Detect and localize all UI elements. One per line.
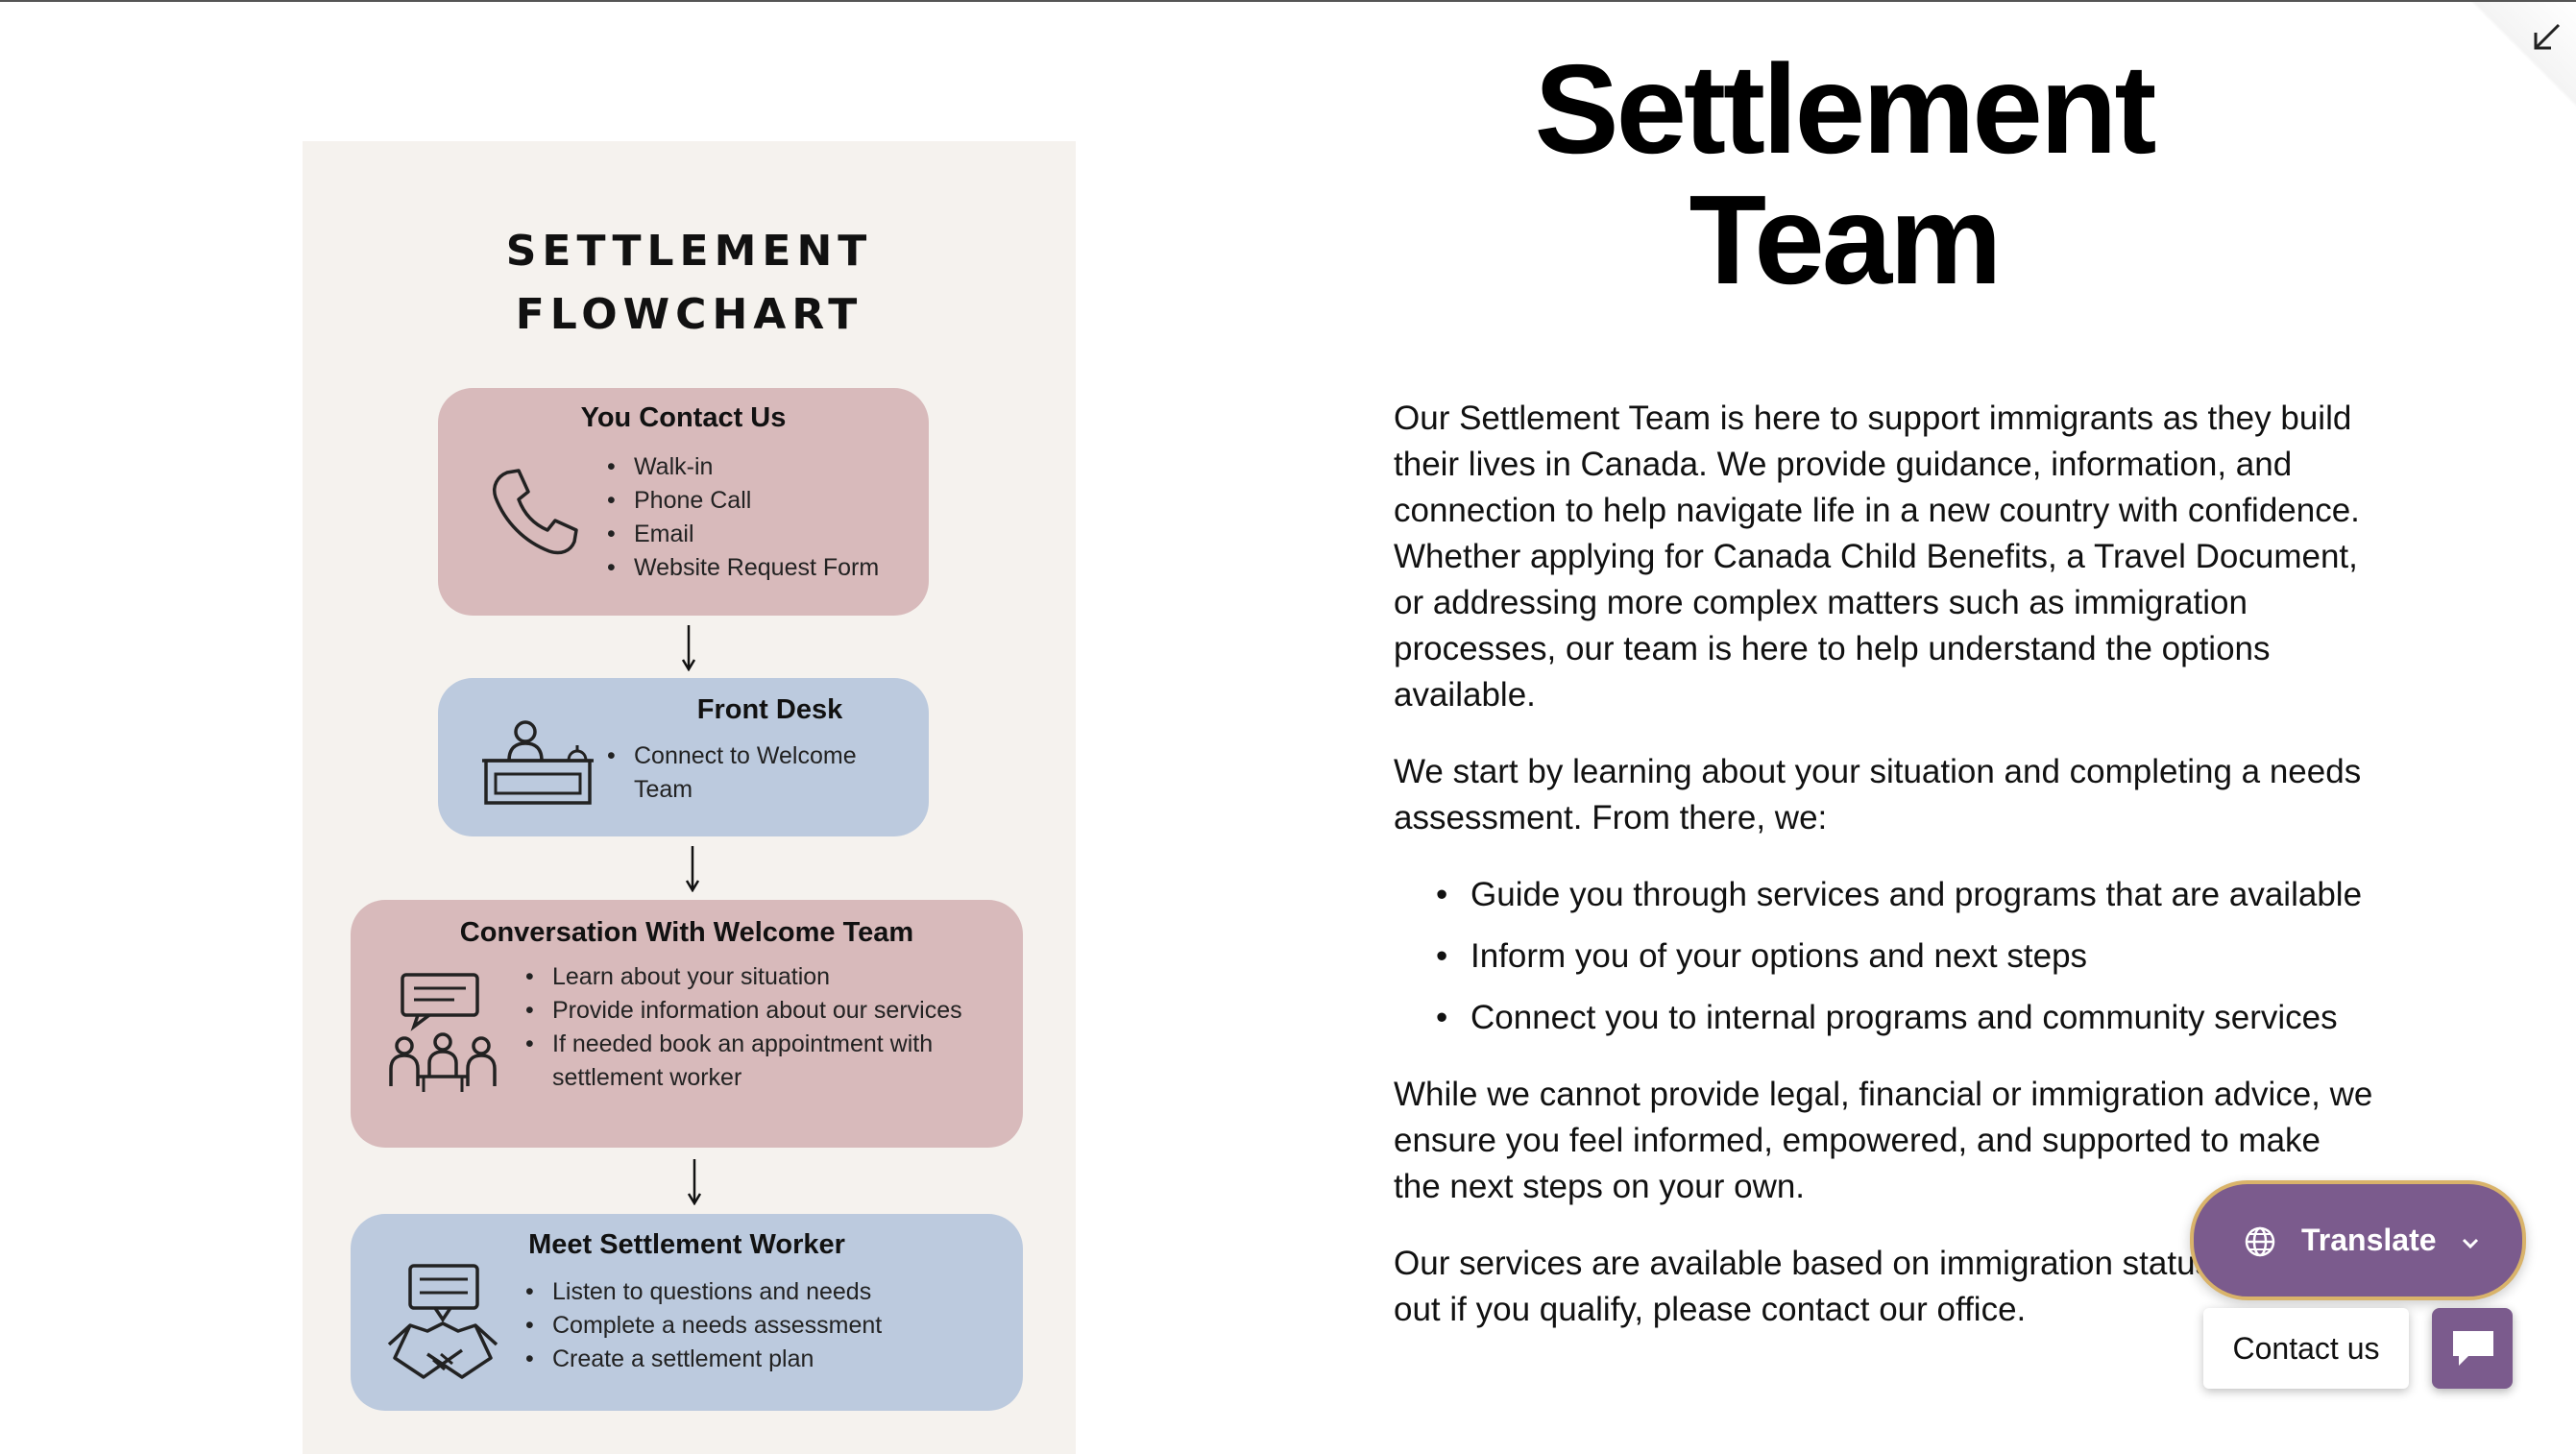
flow-step-title: Front Desk (696, 694, 843, 725)
flow-arrow-down (687, 1159, 702, 1205)
flow-arrow-down (685, 846, 700, 892)
flow-step-title: You Contact Us (580, 402, 787, 433)
flowchart-title-line2: FLOWCHART (515, 290, 863, 339)
flowchart-image: SETTLEMENT FLOWCHART You Contact Us Walk… (303, 141, 1076, 1454)
globe-icon (2245, 1226, 2275, 1257)
list-item: Listen to questions and needs (525, 1275, 986, 1309)
chevron-down-icon (2462, 1238, 2479, 1249)
page-corner-peel (2470, 2, 2576, 108)
list-item: Connect you to internal programs and com… (1394, 995, 2373, 1041)
eligibility-paragraph: Our services are available based on immi… (1394, 1245, 2330, 1328)
list-item: Website Request Form (607, 551, 924, 585)
list-item: Connect to Welcome Team (607, 739, 895, 807)
list-item: Walk-in (607, 450, 924, 484)
reception-desk-icon (482, 720, 594, 805)
translate-button[interactable]: Translate (2190, 1180, 2526, 1300)
flowchart-title-line1: SETTLEMENT (505, 227, 873, 276)
translate-label: Translate (2301, 1223, 2437, 1257)
flow-step-list: Listen to questions and needs Complete a… (525, 1275, 986, 1376)
process-lead-paragraph: We start by learning about your situatio… (1394, 753, 2362, 836)
contact-us-label[interactable]: Contact us (2203, 1308, 2409, 1389)
list-item: Complete a needs assessment (525, 1309, 986, 1343)
flow-step-list: Connect to Welcome Team (607, 739, 895, 807)
chat-button[interactable] (2432, 1308, 2513, 1389)
list-item: Phone Call (607, 484, 924, 518)
page-title-line1: Settlement (1534, 38, 2157, 180)
list-item: Learn about your situation (525, 960, 996, 994)
list-item: Provide information about our services (525, 994, 996, 1028)
flow-step-contact: You Contact Us Walk-in Phone Call Email … (438, 388, 929, 616)
list-item: Create a settlement plan (525, 1343, 986, 1376)
chat-bubble-icon (2453, 1331, 2493, 1366)
list-item: Email (607, 518, 924, 551)
flow-arrow-down (681, 625, 696, 671)
list-item: If needed book an appointment with settl… (525, 1028, 996, 1095)
disclaimer-paragraph: While we cannot provide legal, financial… (1394, 1076, 2373, 1205)
list-item: Inform you of your options and next step… (1394, 933, 2373, 980)
handshake-icon (387, 1264, 498, 1379)
flow-step-settlement-worker: Meet Settlement Worker Listen to questio… (351, 1214, 1023, 1411)
flow-step-title: Conversation With Welcome Team (459, 917, 914, 948)
flow-step-list: Walk-in Phone Call Email Website Request… (607, 450, 924, 585)
intro-paragraph: Our Settlement Team is here to support i… (1394, 400, 2360, 714)
flow-step-title: Meet Settlement Worker (528, 1229, 845, 1260)
phone-icon (493, 469, 578, 555)
group-conversation-icon (389, 973, 497, 1092)
window-top-border (0, 0, 2576, 2)
list-item: Guide you through services and programs … (1394, 872, 2373, 918)
flow-step-front-desk: Front Desk Connect to Welcome Team (438, 678, 929, 836)
collapse-icon[interactable] (2530, 21, 2563, 54)
page-title-line2: Team (1689, 169, 2002, 310)
flow-step-welcome-conversation: Conversation With Welcome Team Learn abo… (351, 900, 1023, 1148)
flow-step-list: Learn about your situation Provide infor… (525, 960, 996, 1095)
services-list: Guide you through services and programs … (1394, 872, 2373, 1041)
page-content: Our Settlement Team is here to support i… (1394, 396, 2373, 1364)
